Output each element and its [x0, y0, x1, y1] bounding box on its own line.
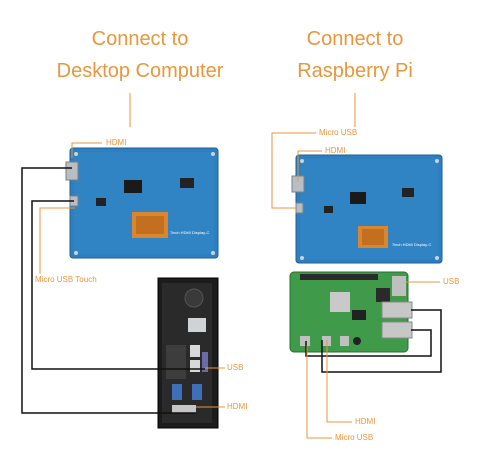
left-board-silkscreen: 7inch HDMI Display-C	[170, 230, 209, 235]
left-usb-cable	[31, 200, 205, 370]
right-micro-usb-top-leader	[271, 132, 316, 209]
right-display-board: 7inch HDMI Display-C	[291, 154, 443, 264]
right-heading-line2: Raspberry Pi	[297, 60, 413, 82]
right-heading-line1: Connect to	[306, 28, 404, 50]
right-hdmi-bottom-leader	[326, 340, 352, 423]
left-heading-line2: Desktop Computer	[56, 60, 224, 82]
desktop-computer	[157, 277, 219, 429]
right-board-silkscreen: 7inch HDMI Display-C	[392, 242, 431, 247]
left-heading-line1: Connect to	[91, 28, 189, 50]
right-label-hdmi-bottom: HDMI	[355, 417, 376, 426]
left-hdmi-top-leader	[71, 142, 102, 158]
right-micro-usb-bottom-leader	[306, 345, 332, 439]
left-label-usb: USB	[227, 363, 244, 372]
left-label-hdmi-bottom: HDMI	[227, 402, 248, 411]
right-label-usb: USB	[443, 277, 460, 286]
left-label-hdmi-top: HDMI	[106, 138, 127, 147]
right-label-micro-usb-bottom: Micro USB	[335, 433, 374, 442]
right-hdmi-cable	[321, 309, 442, 373]
left-hdmi-cable	[21, 167, 196, 414]
right-heading: Connect to Raspberry Pi	[255, 26, 455, 84]
right-usb-cable	[305, 329, 432, 357]
left-label-micro-usb-touch: Micro USB Touch	[35, 275, 97, 284]
left-display-board: 7inch HDMI Display-C	[65, 147, 219, 259]
right-label-micro-usb-top: Micro USB	[319, 128, 358, 137]
left-heading: Connect to Desktop Computer	[40, 26, 240, 84]
right-label-hdmi-top: HDMI	[325, 146, 346, 155]
left-touch-leader	[39, 207, 75, 274]
raspberry-pi-board	[289, 271, 413, 353]
right-hdmi-top-leader	[297, 150, 322, 182]
